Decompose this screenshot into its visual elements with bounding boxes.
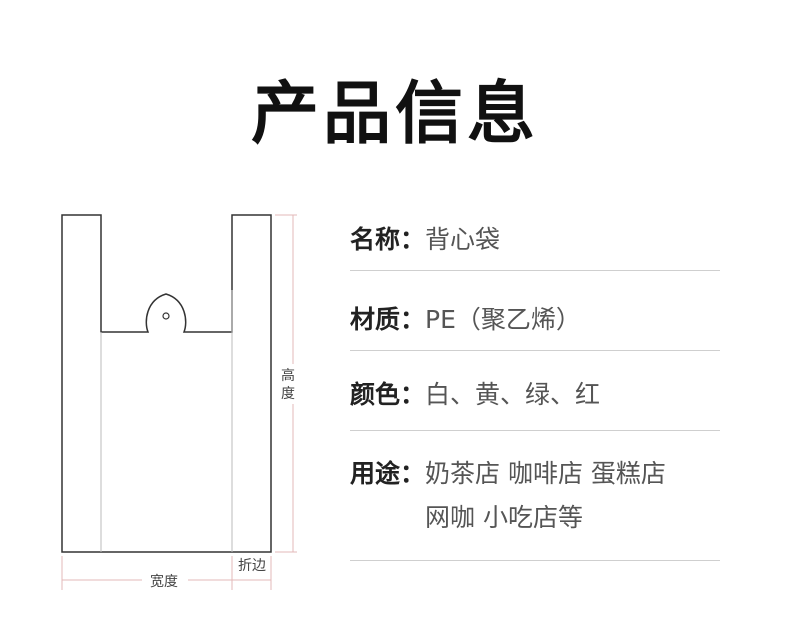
info-label: 颜色： bbox=[350, 380, 426, 409]
width-label: 宽度 bbox=[150, 573, 178, 590]
info-value: 白、黄、绿、红 bbox=[425, 380, 601, 409]
height-label-bg bbox=[278, 364, 300, 404]
handle-hole bbox=[162, 312, 170, 320]
info-row-usage: 用途： 奶茶店 咖啡店 蛋糕店 网咖 小吃店等 bbox=[350, 452, 720, 561]
info-row-material: 材质： PE（聚乙烯） bbox=[350, 298, 720, 351]
info-label: 名称： bbox=[350, 225, 426, 254]
info-row-name: 名称： 背心袋 bbox=[350, 218, 720, 271]
info-label: 材质： bbox=[350, 305, 426, 334]
bag-outline bbox=[61, 214, 272, 553]
height-label-bottom: 度 bbox=[281, 386, 295, 402]
info-row-color: 颜色： 白、黄、绿、红 bbox=[350, 373, 720, 431]
info-value-group: 奶茶店 咖啡店 蛋糕店 网咖 小吃店等 bbox=[425, 452, 666, 560]
info-value: 背心袋 bbox=[425, 225, 501, 254]
info-label: 用途： bbox=[350, 459, 426, 488]
fold-label: 折边 bbox=[238, 558, 266, 574]
info-value-line-2: 网咖 小吃店等 bbox=[425, 503, 583, 532]
info-value: 奶茶店 咖啡店 蛋糕店 bbox=[425, 459, 666, 488]
height-label-top: 高 bbox=[281, 367, 295, 384]
page-title: 产品信息 bbox=[250, 75, 539, 154]
info-value: PE（聚乙烯） bbox=[425, 305, 581, 334]
width-label-bg bbox=[142, 570, 188, 590]
